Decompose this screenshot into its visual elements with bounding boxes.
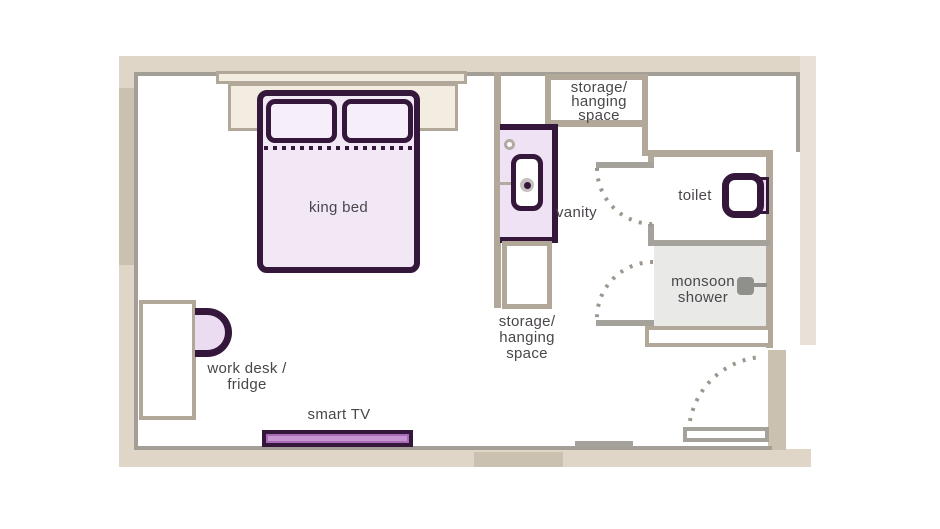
bed-sheet-dotted-line [264,146,414,150]
room-outline-bottom [134,446,772,450]
wall-outer-top [129,56,816,73]
wall-outer-bottom [119,449,811,467]
storage-mid-box [502,241,552,309]
pillow-right [342,99,413,143]
shower-door-arc [595,260,654,319]
room-outline-top [134,72,800,76]
entry-door-arc [688,355,763,422]
corridor-left-wall [494,72,501,308]
toilet-wall-jog [648,150,654,168]
shower-shelf [645,326,772,347]
room-outline-right [796,72,800,152]
closet-left-wall [545,74,551,127]
bed-niche [216,71,467,84]
toilet-door-leaf [596,162,654,168]
desk-chair [195,308,232,357]
closet-right-wall [642,74,648,156]
wall-outer-right [800,56,816,345]
entry-threshold [575,441,633,447]
shower-head-arm [753,283,767,287]
toilet-top-wall [648,150,773,157]
work-desk [139,300,196,420]
wall-entry-right-dark [768,350,786,450]
king-bed-label: king bed [308,199,369,216]
drain-dot [524,182,531,189]
shower-top-wall [648,240,770,246]
vanity-label: vanity [556,204,597,221]
wall-outer-left-dark [119,88,136,265]
shower-door-leaf [596,320,654,326]
entry-door-leaf [683,427,769,442]
wall-outer-bottom-dark [474,452,563,467]
closet-top-wall [545,74,648,80]
toilet-bowl [722,173,764,218]
shower-door-stub [648,224,654,246]
toilet-label: toilet [678,187,712,204]
faucet-line [494,182,512,185]
smart-tv [262,430,413,447]
vanity-accessory-ring [504,139,515,150]
smart-tv-label: smart TV [307,406,371,423]
bathroom-right-wall [766,150,773,348]
pillow-left [266,99,337,143]
closet-bottom-wall [545,120,648,127]
work-desk-label: work desk /fridge [207,360,287,393]
shower-head-icon [737,277,754,295]
room-outline-left [134,72,138,450]
